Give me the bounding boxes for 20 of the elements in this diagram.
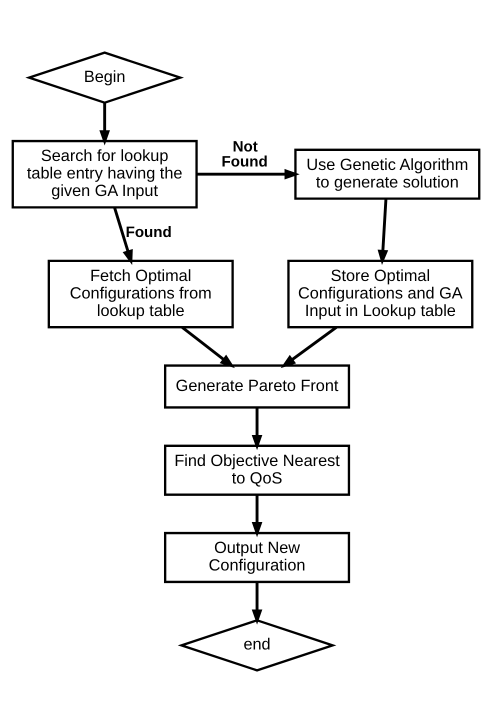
node-box: Output New Configuration <box>164 531 350 583</box>
arrow <box>113 206 133 264</box>
edge-label: Not Found <box>222 138 268 170</box>
arrow <box>99 102 110 145</box>
arrow <box>252 407 262 450</box>
arrow <box>252 494 262 537</box>
arrow <box>280 326 338 368</box>
node-box: Generate Pareto Front <box>164 364 350 408</box>
edge-label: Found <box>126 223 172 240</box>
node-box: Store Optimal Configurations and GA Input in Lookup table <box>287 259 474 328</box>
node-box: Search for lookup table entry having the given GA Input <box>12 139 198 208</box>
node-diamond: Begin <box>25 50 184 104</box>
arrow <box>378 198 388 265</box>
node-box: Fetch Optimal Configurations from lookup table <box>48 259 234 328</box>
node-box: Use Genetic Algorithm to generate solution <box>294 148 480 200</box>
arrow <box>252 582 262 624</box>
arrow <box>181 326 235 368</box>
arrow <box>196 168 300 180</box>
node-box: Find Objective Nearest to QoS <box>164 444 350 496</box>
node-diamond: end <box>178 618 336 672</box>
